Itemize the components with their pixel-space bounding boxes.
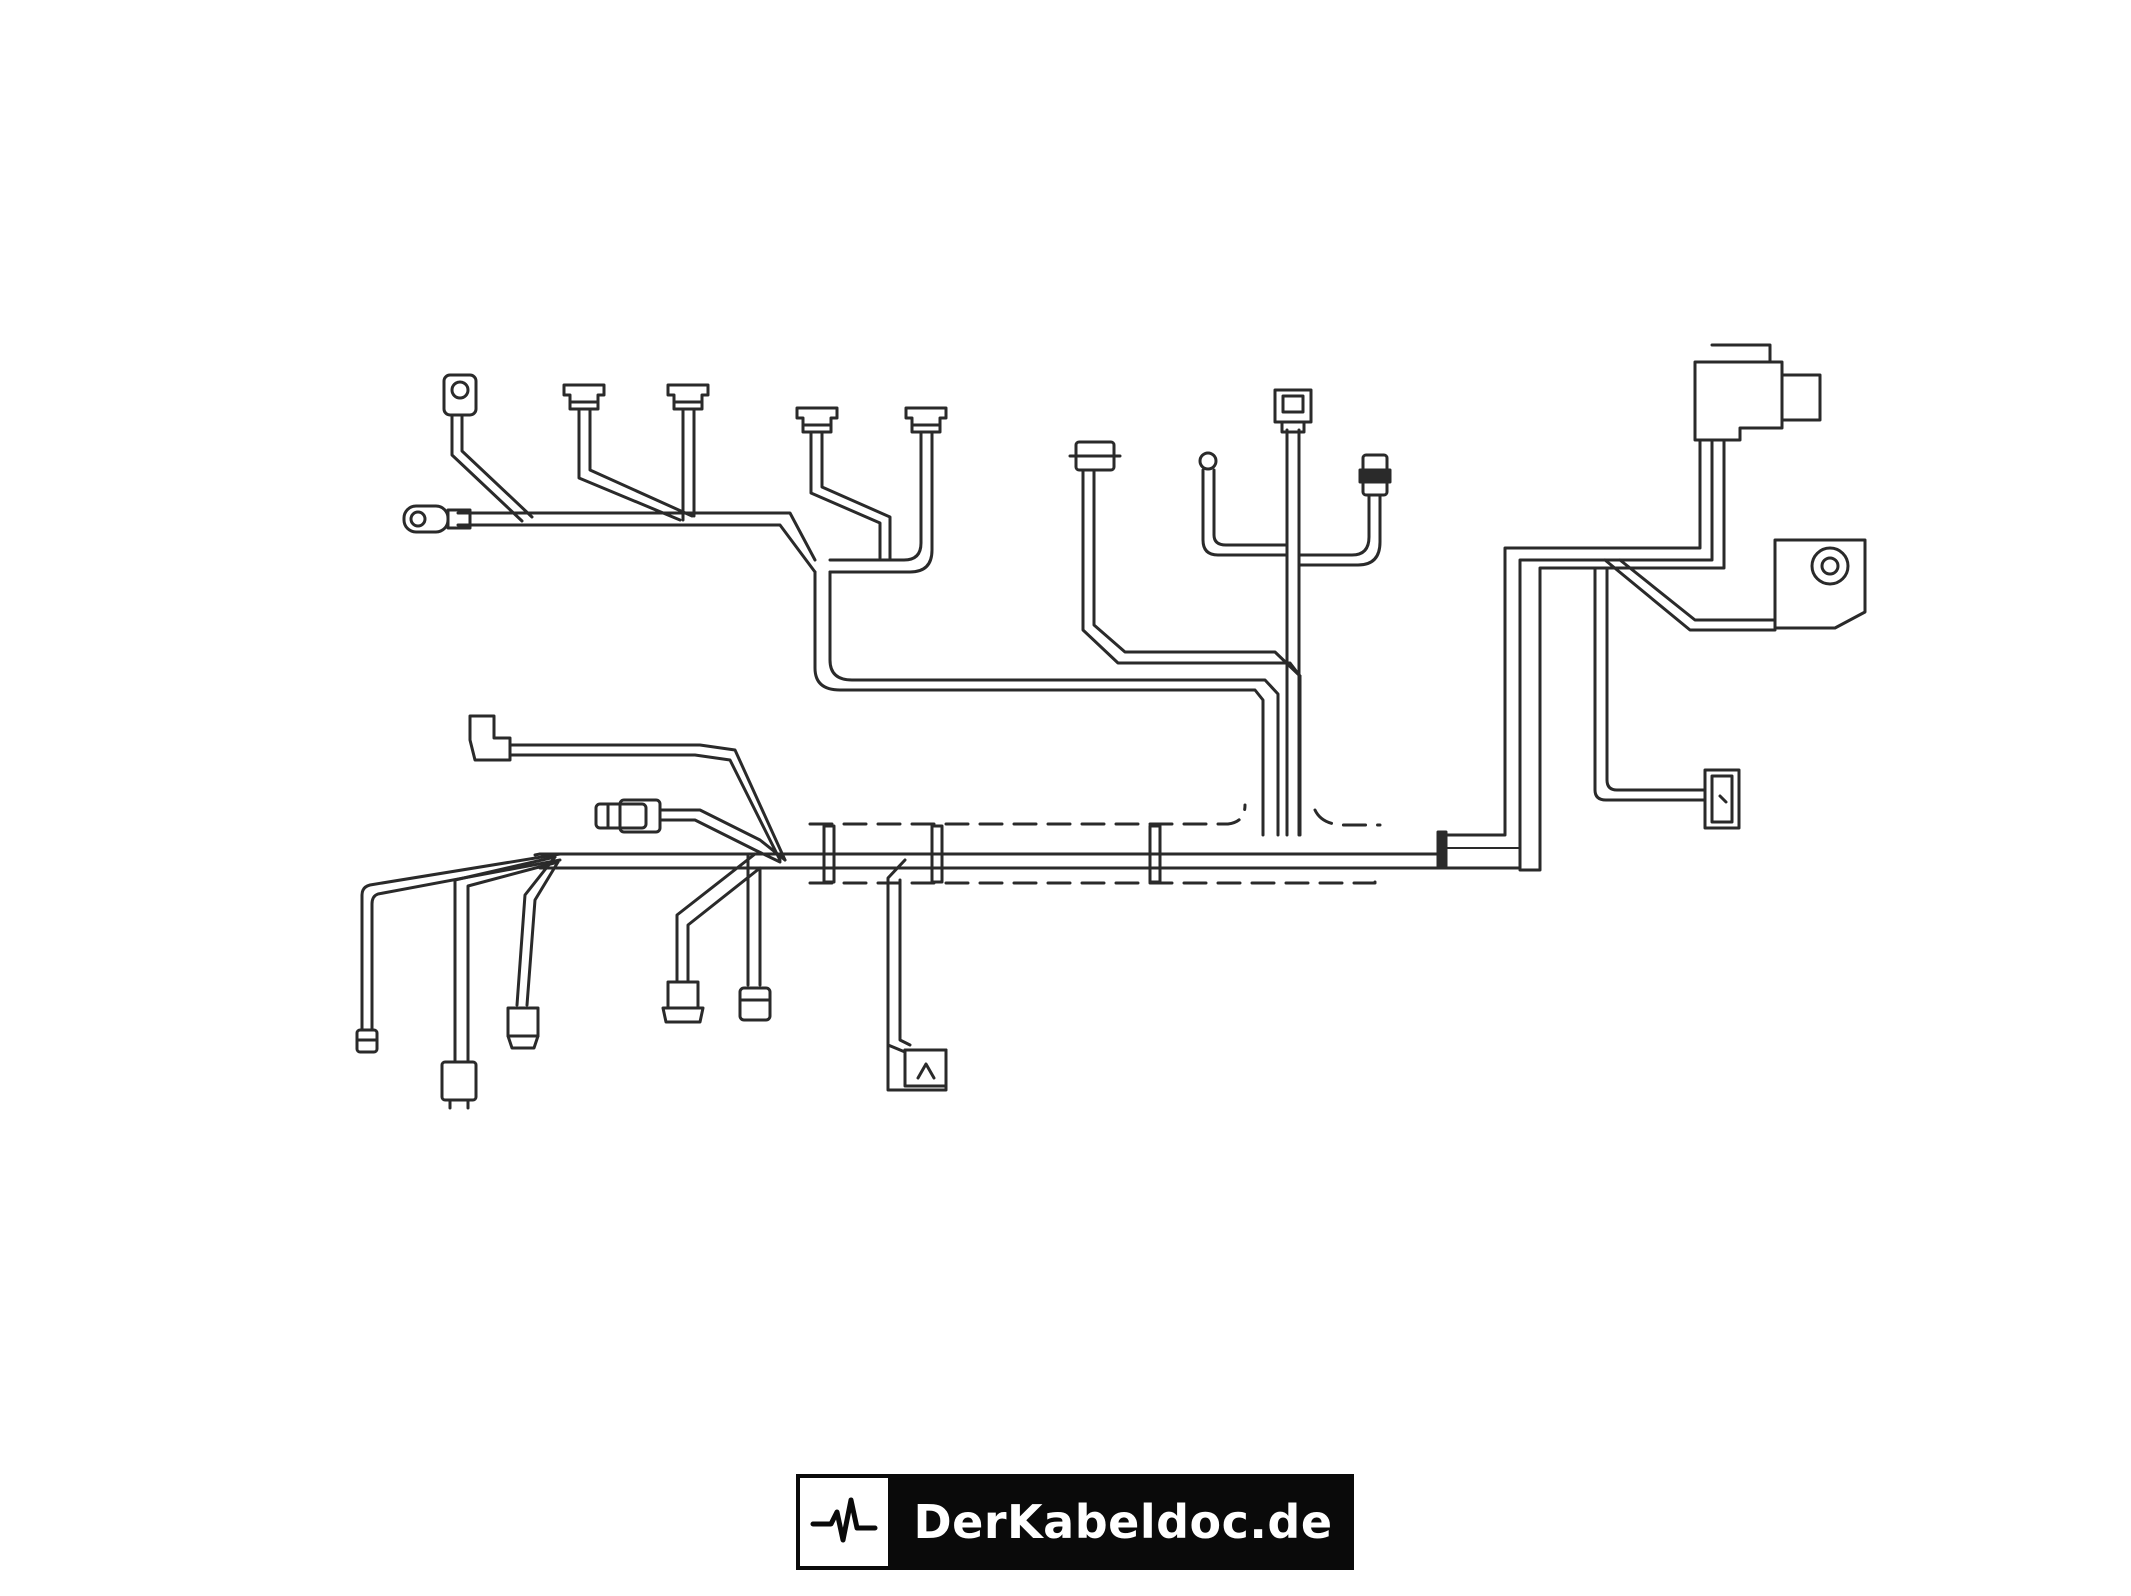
lower-left-branches (360, 743, 912, 1062)
bottom-plug-3 (506, 1006, 540, 1050)
trunk-clamps (822, 824, 1448, 884)
bottom-plug-2 (440, 1060, 478, 1110)
injector-1 (562, 383, 606, 411)
brand-icon-box (800, 1478, 888, 1566)
connector-bottom-a (886, 1043, 948, 1092)
brand-badge: DerKabeldoc.de (796, 1474, 1354, 1570)
ring-terminal-top (442, 373, 478, 417)
plug-top-center (1068, 440, 1122, 472)
brand-name[interactable]: DerKabeldoc.de (913, 1495, 1333, 1549)
injector-4 (904, 406, 948, 434)
oxygen-sensor-plug (594, 798, 662, 834)
injector-2 (666, 383, 710, 411)
upper-middle-branch (1081, 428, 1382, 837)
injector-3 (795, 406, 839, 434)
connector-right-a (1703, 768, 1741, 830)
dashed-loom (808, 803, 1382, 885)
main-trunk (538, 546, 1602, 872)
right-branch (1593, 438, 1777, 802)
ring-terminal-left (402, 504, 472, 534)
ecu-connector-large (1693, 343, 1822, 442)
ground-bracket-right (1773, 538, 1867, 630)
upper-left-branch (450, 407, 1280, 837)
connector-top-square (1273, 388, 1313, 434)
bottom-plug-4 (661, 980, 705, 1024)
bottom-plug-1 (355, 1028, 379, 1054)
connector-top-right-small (1358, 453, 1392, 497)
heartbeat-pulse-icon (810, 1497, 878, 1543)
bottom-plug-5 (738, 986, 772, 1022)
ground-eyelet-center (1198, 451, 1218, 471)
angled-sensor-plug (468, 714, 512, 762)
